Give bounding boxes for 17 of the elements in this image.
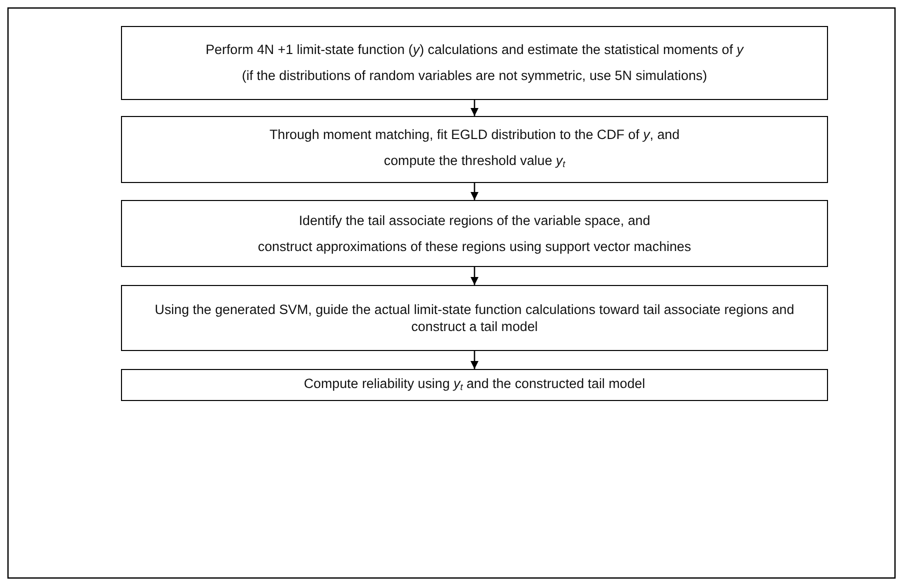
arrow <box>470 183 478 200</box>
process-box <box>121 200 828 267</box>
arrow <box>470 267 478 285</box>
process-box <box>121 26 828 100</box>
process-box <box>121 116 828 183</box>
step-text: Identify the tail associate regions of the variable space, and <box>298 212 650 230</box>
arrow <box>470 100 478 116</box>
process-box <box>121 285 828 351</box>
step-text: Compute reliability using y$_{t}$ and the constructed tail model <box>304 374 646 394</box>
step-text: Perform 4N +1 limit-state function (y) calculations and estimate the statistical moments of y <box>206 41 744 59</box>
arrow <box>470 351 478 369</box>
step-text: Through moment matching, fit EGLD distribution to the CDF of y, and <box>269 126 680 144</box>
step-text: construct approximations of these regions using support vector machines <box>258 238 692 256</box>
step-text: Using the generated SVM, guide the actual limit-state function calculations toward tail associate regions and construct a tail model <box>154 301 796 335</box>
step-text: compute the threshold value y$_{t}$ <box>384 152 566 171</box>
step-text: (if the distributions of random variables are not symmetric, use 5N simulations) <box>242 67 708 85</box>
process-box <box>121 369 828 401</box>
